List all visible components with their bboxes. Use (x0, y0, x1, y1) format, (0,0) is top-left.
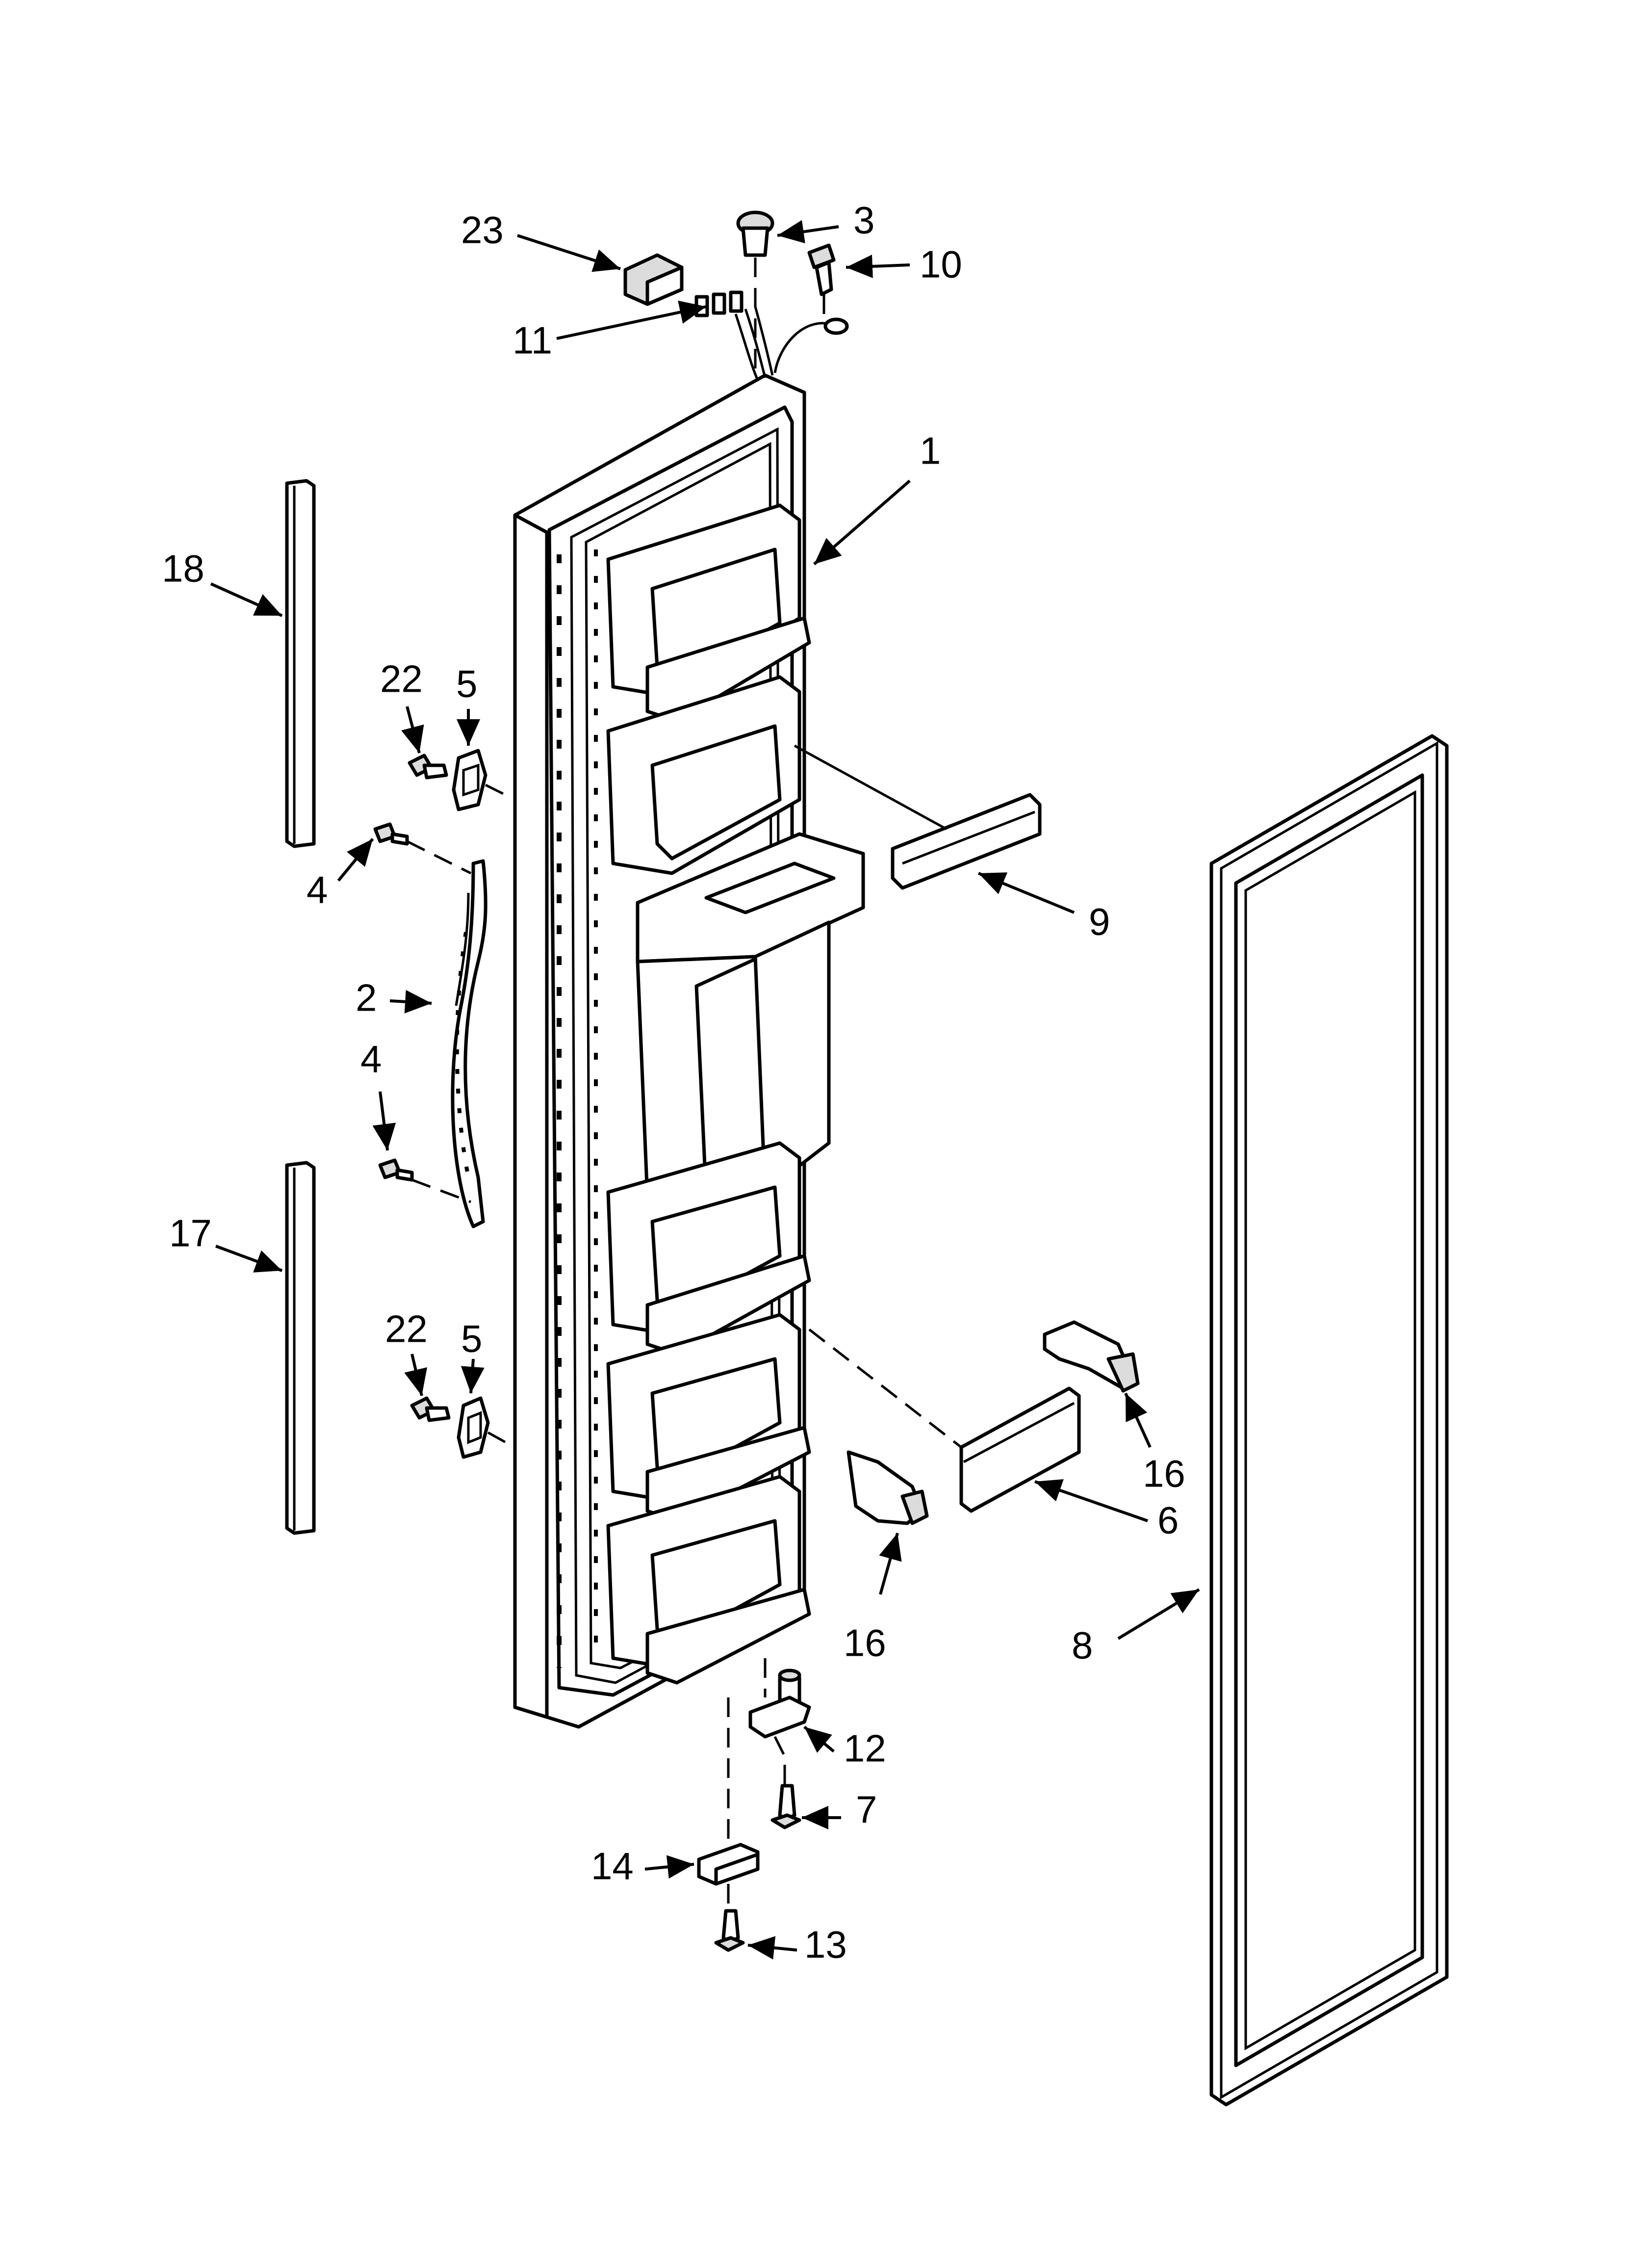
callout-7: 7 (856, 1788, 877, 1831)
trim-6 (808, 1329, 1081, 1513)
callout-8: 8 (1072, 1624, 1093, 1667)
screw-4-lower (378, 1158, 471, 1203)
clip-5-lower (457, 1396, 511, 1459)
callout-16-right: 16 (1143, 1452, 1185, 1495)
screw-13 (714, 1909, 745, 1952)
bracket-14 (697, 1697, 760, 1908)
door-assembly (513, 373, 865, 1729)
callout-10: 10 (920, 243, 962, 286)
gasket-clips (557, 549, 598, 1668)
grommet-3 (736, 210, 774, 378)
wire-harness (694, 290, 849, 381)
callout-3: 3 (853, 199, 874, 242)
trim-strip-18 (285, 479, 316, 848)
callout-2: 2 (356, 976, 377, 1019)
callout-14: 14 (591, 1845, 634, 1888)
screw-7 (770, 1784, 801, 1829)
screw-10 (807, 243, 836, 319)
screw-22-lower (410, 1396, 451, 1422)
callout-17: 17 (169, 1212, 212, 1255)
callout-22-upper: 22 (380, 657, 423, 701)
cap-16-right (1043, 1320, 1140, 1393)
callout-labels: 23 3 10 11 1 18 22 5 4 2 4 17 22 5 9 16 … (162, 199, 1185, 1966)
callout-6: 6 (1157, 1499, 1179, 1542)
callout-16-left: 16 (844, 1621, 886, 1665)
callout-11: 11 (513, 319, 552, 362)
clip-5-upper (452, 749, 511, 811)
callout-23: 23 (461, 209, 504, 252)
leader-lines (210, 220, 1200, 1960)
screw-22-upper (408, 754, 448, 780)
callout-1: 1 (920, 429, 941, 472)
callout-18: 18 (162, 547, 205, 590)
callout-5-upper: 5 (456, 662, 477, 705)
callout-12: 12 (844, 1727, 886, 1770)
door-handle-2 (451, 859, 487, 1228)
cover-9 (794, 744, 1042, 890)
callout-22-lower: 22 (385, 1307, 428, 1351)
screw-4-upper (373, 822, 472, 875)
door-gasket-8 (1209, 734, 1449, 2107)
trim-strip-17 (285, 1161, 316, 1535)
connector-23 (623, 253, 684, 306)
cap-16-left (847, 1450, 929, 1525)
callout-4-lower: 4 (360, 1038, 382, 1081)
callout-4-upper: 4 (307, 868, 328, 912)
callout-5-lower: 5 (461, 1317, 482, 1360)
callout-13: 13 (804, 1923, 847, 1966)
hinge-12 (748, 1658, 811, 1786)
callout-9: 9 (1089, 900, 1110, 943)
